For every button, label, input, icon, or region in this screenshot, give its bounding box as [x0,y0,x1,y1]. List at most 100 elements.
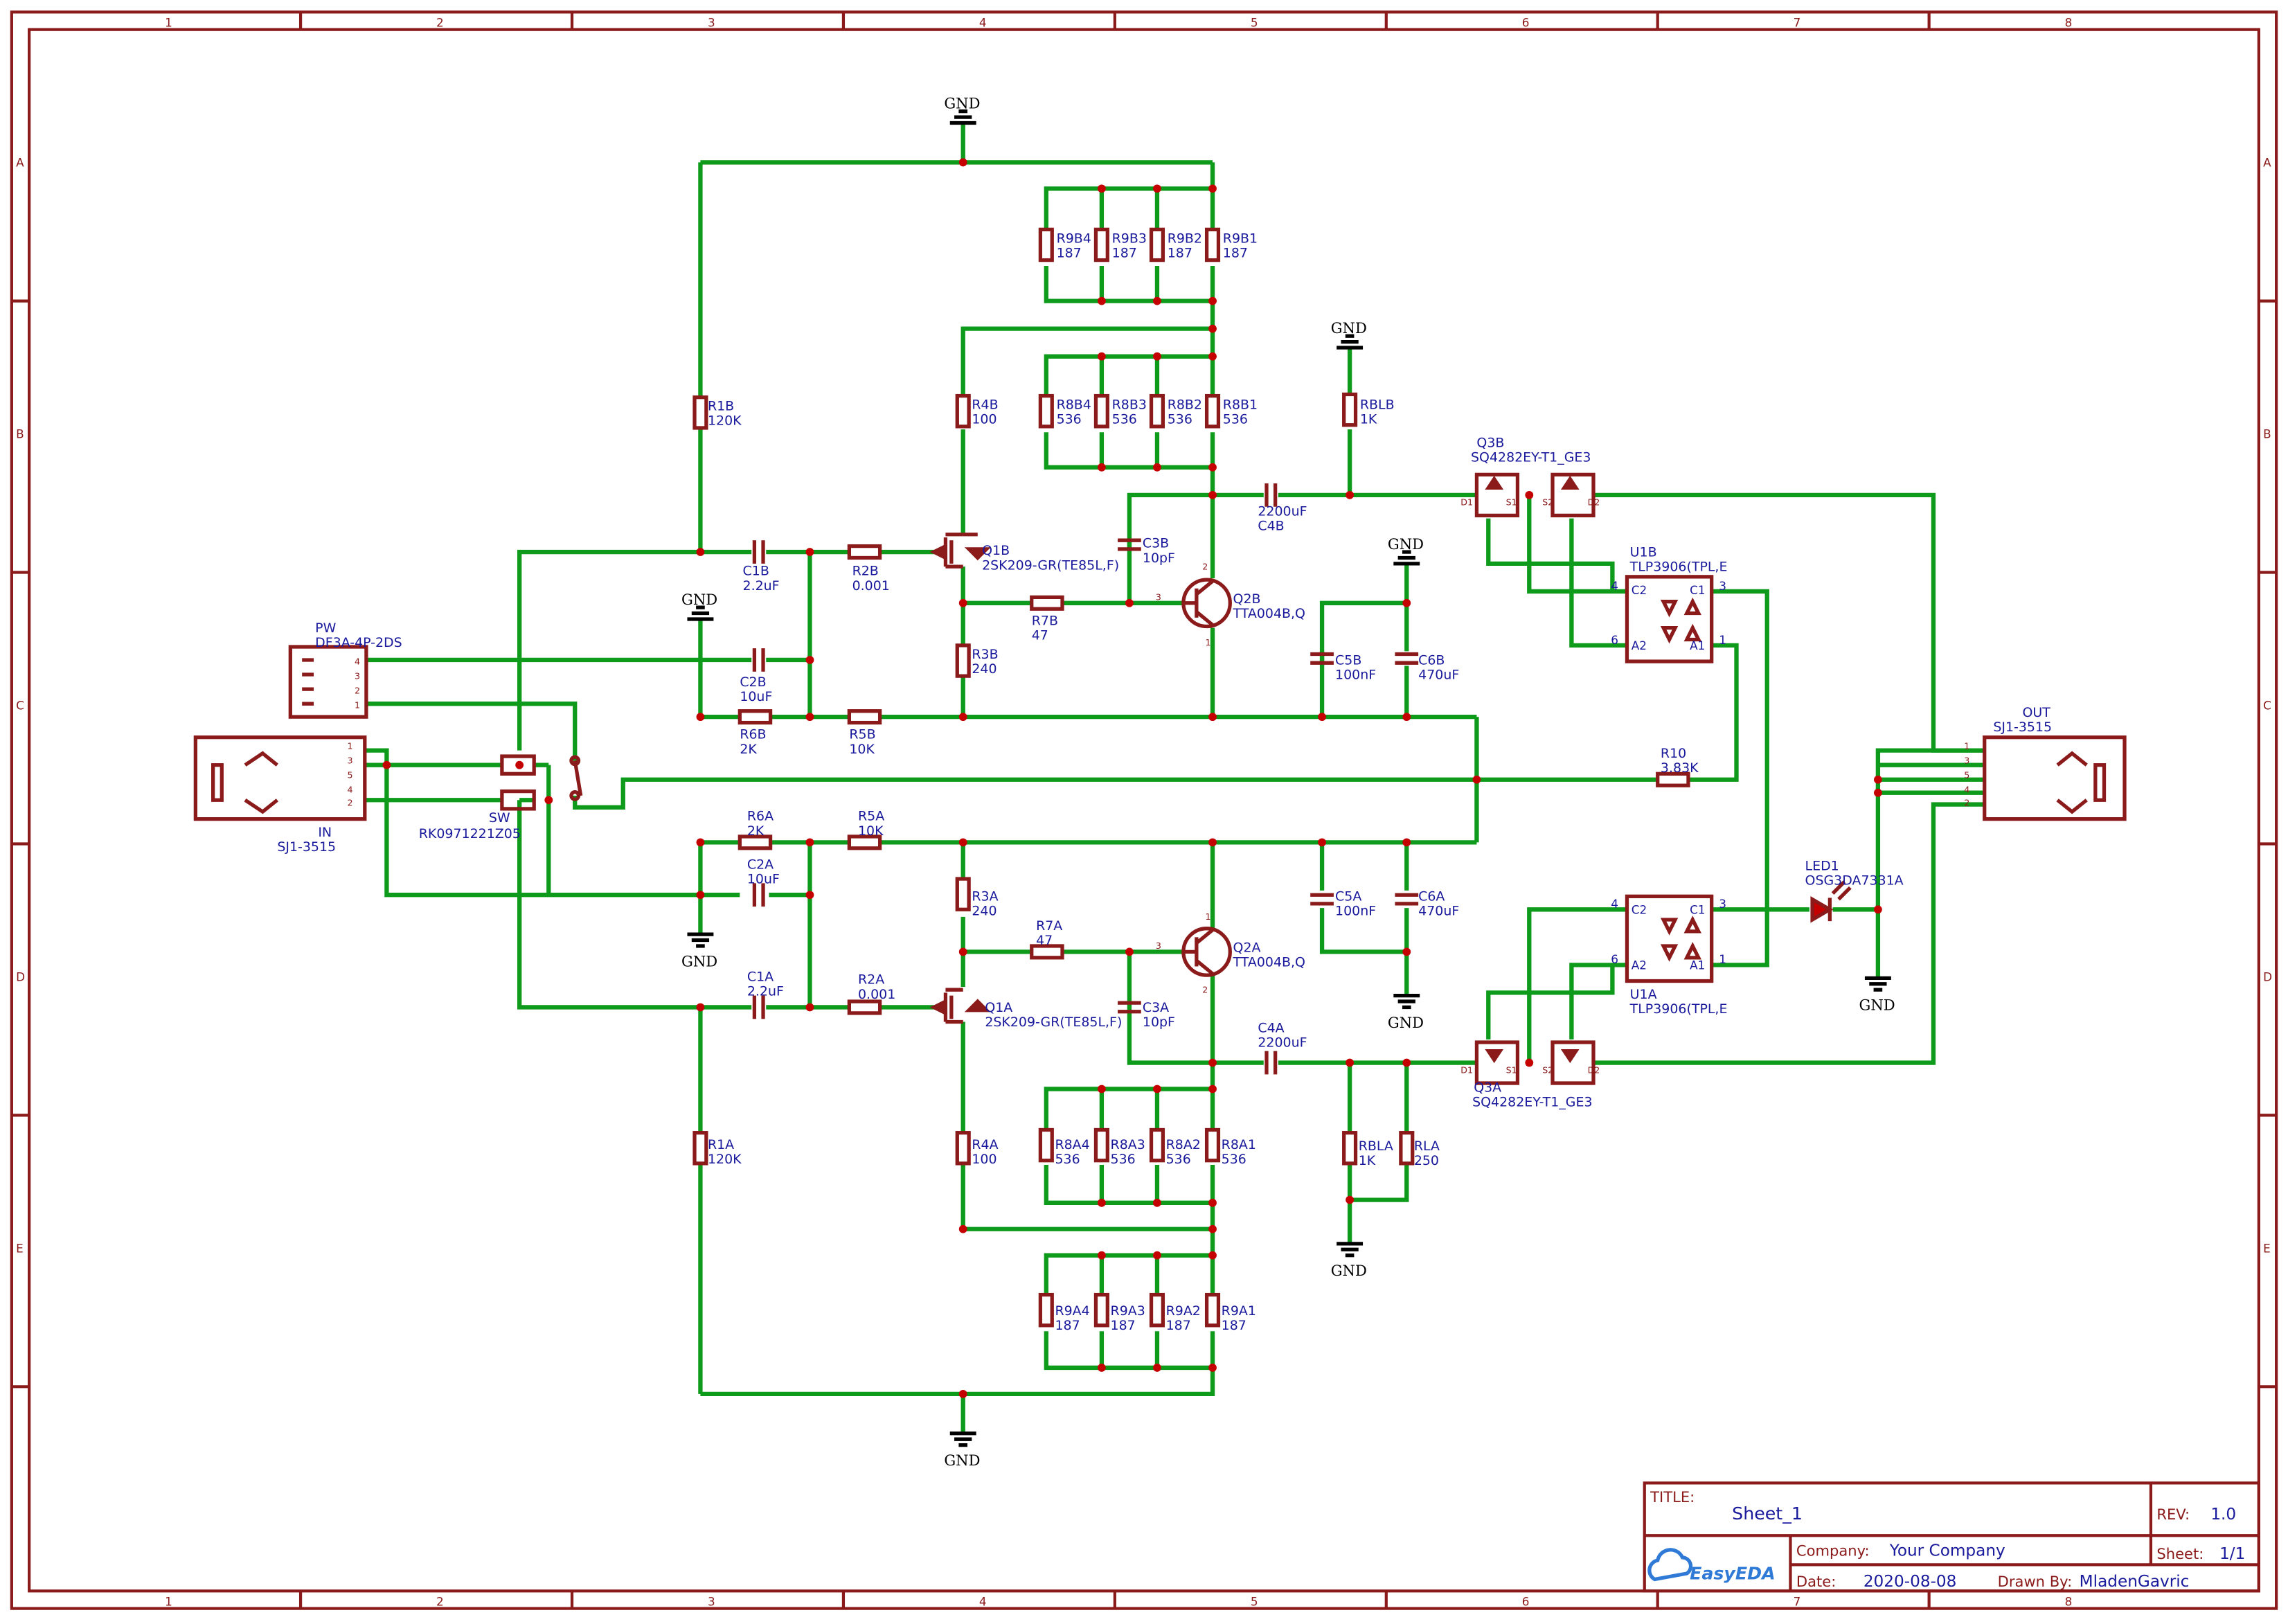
value-q3b: SQ4282EY-T1_GE3 [1471,449,1591,465]
value-r9b4: 187 [1057,245,1082,260]
ref-r9a2: R9A2 [1166,1303,1201,1319]
value-u1b: TLP3906(TPL,E [1629,559,1728,574]
resistor-r9a3 [1093,1292,1109,1328]
wires [364,123,1985,1434]
value-c6a: 470uF [1418,904,1459,919]
value-r4a: 100 [972,1152,996,1167]
ground-symbol: GND [681,932,717,970]
capacitor-c1a [752,995,765,1019]
resistor-r4b [955,393,971,429]
grid-row-left-B: B [16,427,24,441]
ground-symbol: GND [1388,535,1424,566]
ref-r7b: R7B [1032,613,1058,628]
resistor-r9a4 [1038,1292,1054,1328]
q2a-pnp-transistor-symbol [1181,927,1232,977]
ground-symbol: GND [1331,319,1367,350]
value-c4a: 2200uF [1258,1035,1307,1050]
value-c5b: 100nF [1335,667,1376,682]
u1a-label-a1: A1 [1690,958,1705,972]
grid-row-left-A: A [16,156,24,170]
resistor-r8a1 [1204,1127,1221,1163]
date-label: Date: [1796,1573,1836,1590]
pw-pin-2: 2 [355,685,360,695]
q2b-pin-2: 2 [1202,561,1208,571]
ref-r9b4: R9B4 [1057,231,1091,246]
ref-r4a: R4A [972,1137,998,1152]
value-q1a: 2SK209-GR(TE85L,F) [985,1015,1122,1030]
ref-r8b4: R8B4 [1057,398,1091,413]
resistor-rbla [1342,1131,1358,1166]
ref-r5a: R5A [858,809,884,824]
in-pin-1: 1 [348,741,353,751]
ref-c2a: C2A [747,857,774,872]
q3a-pin-s1: S1 [1506,1064,1517,1075]
ref-r8b3: R8B3 [1112,398,1147,413]
capacitor-c3a [1118,1001,1141,1014]
drawn-by-value: MladenGavric [2080,1572,2190,1591]
grid-row-right-E: E [2263,1241,2271,1255]
ground-label: GND [681,952,717,970]
ref-r6b: R6B [740,727,766,742]
ref-u1b: U1B [1630,544,1657,560]
value-q3a: SQ4282EY-T1_GE3 [1472,1095,1592,1110]
ref-c3b: C3B [1143,536,1169,551]
resistor-r9a1 [1204,1292,1221,1328]
value-r9a2: 187 [1166,1318,1191,1333]
resistor-r6b [738,709,773,725]
u1b-pin-3: 3 [1719,579,1726,593]
grid-col-bottom-6: 6 [1522,1594,1530,1608]
resistor-r7b [1030,595,1064,611]
resistor-r9b3 [1093,227,1109,262]
u1b-label-a1: A1 [1690,639,1705,652]
value-r1a: 120K [708,1152,742,1167]
ref-rla: RLA [1414,1139,1440,1154]
company-label: Company: [1796,1542,1870,1560]
grid-col-bottom-4: 4 [979,1594,987,1608]
resistor-r1a [692,1131,708,1166]
out-pin-3: 3 [1964,756,1969,766]
value-r5a: 10K [858,823,884,839]
resistor-r9a2 [1149,1292,1165,1328]
u1b-label-c1: C1 [1690,583,1705,597]
u1b-pin-1: 1 [1719,633,1726,647]
u1b-pin-6: 6 [1611,633,1618,647]
sheet-value: 1/1 [2219,1544,2245,1563]
grid-row-left-E: E [16,1241,24,1255]
ref-c6b: C6B [1418,652,1445,668]
resistor-r9b1 [1204,227,1221,262]
q2a-pin-2: 2 [1202,984,1208,994]
ref-c4b: C4B [1258,518,1284,533]
u1b-optocoupler-symbol [1625,575,1714,663]
ref-r1a: R1A [708,1137,734,1152]
pw-pin-4: 4 [355,656,360,666]
q1b-jfet-symbol [929,533,991,569]
ref-r3a: R3A [972,889,998,904]
grid-row-right-C: C [2263,699,2271,713]
value-r8a3: 536 [1111,1152,1136,1167]
value-r8b2: 536 [1168,412,1192,427]
rev-value: 1.0 [2210,1505,2236,1524]
